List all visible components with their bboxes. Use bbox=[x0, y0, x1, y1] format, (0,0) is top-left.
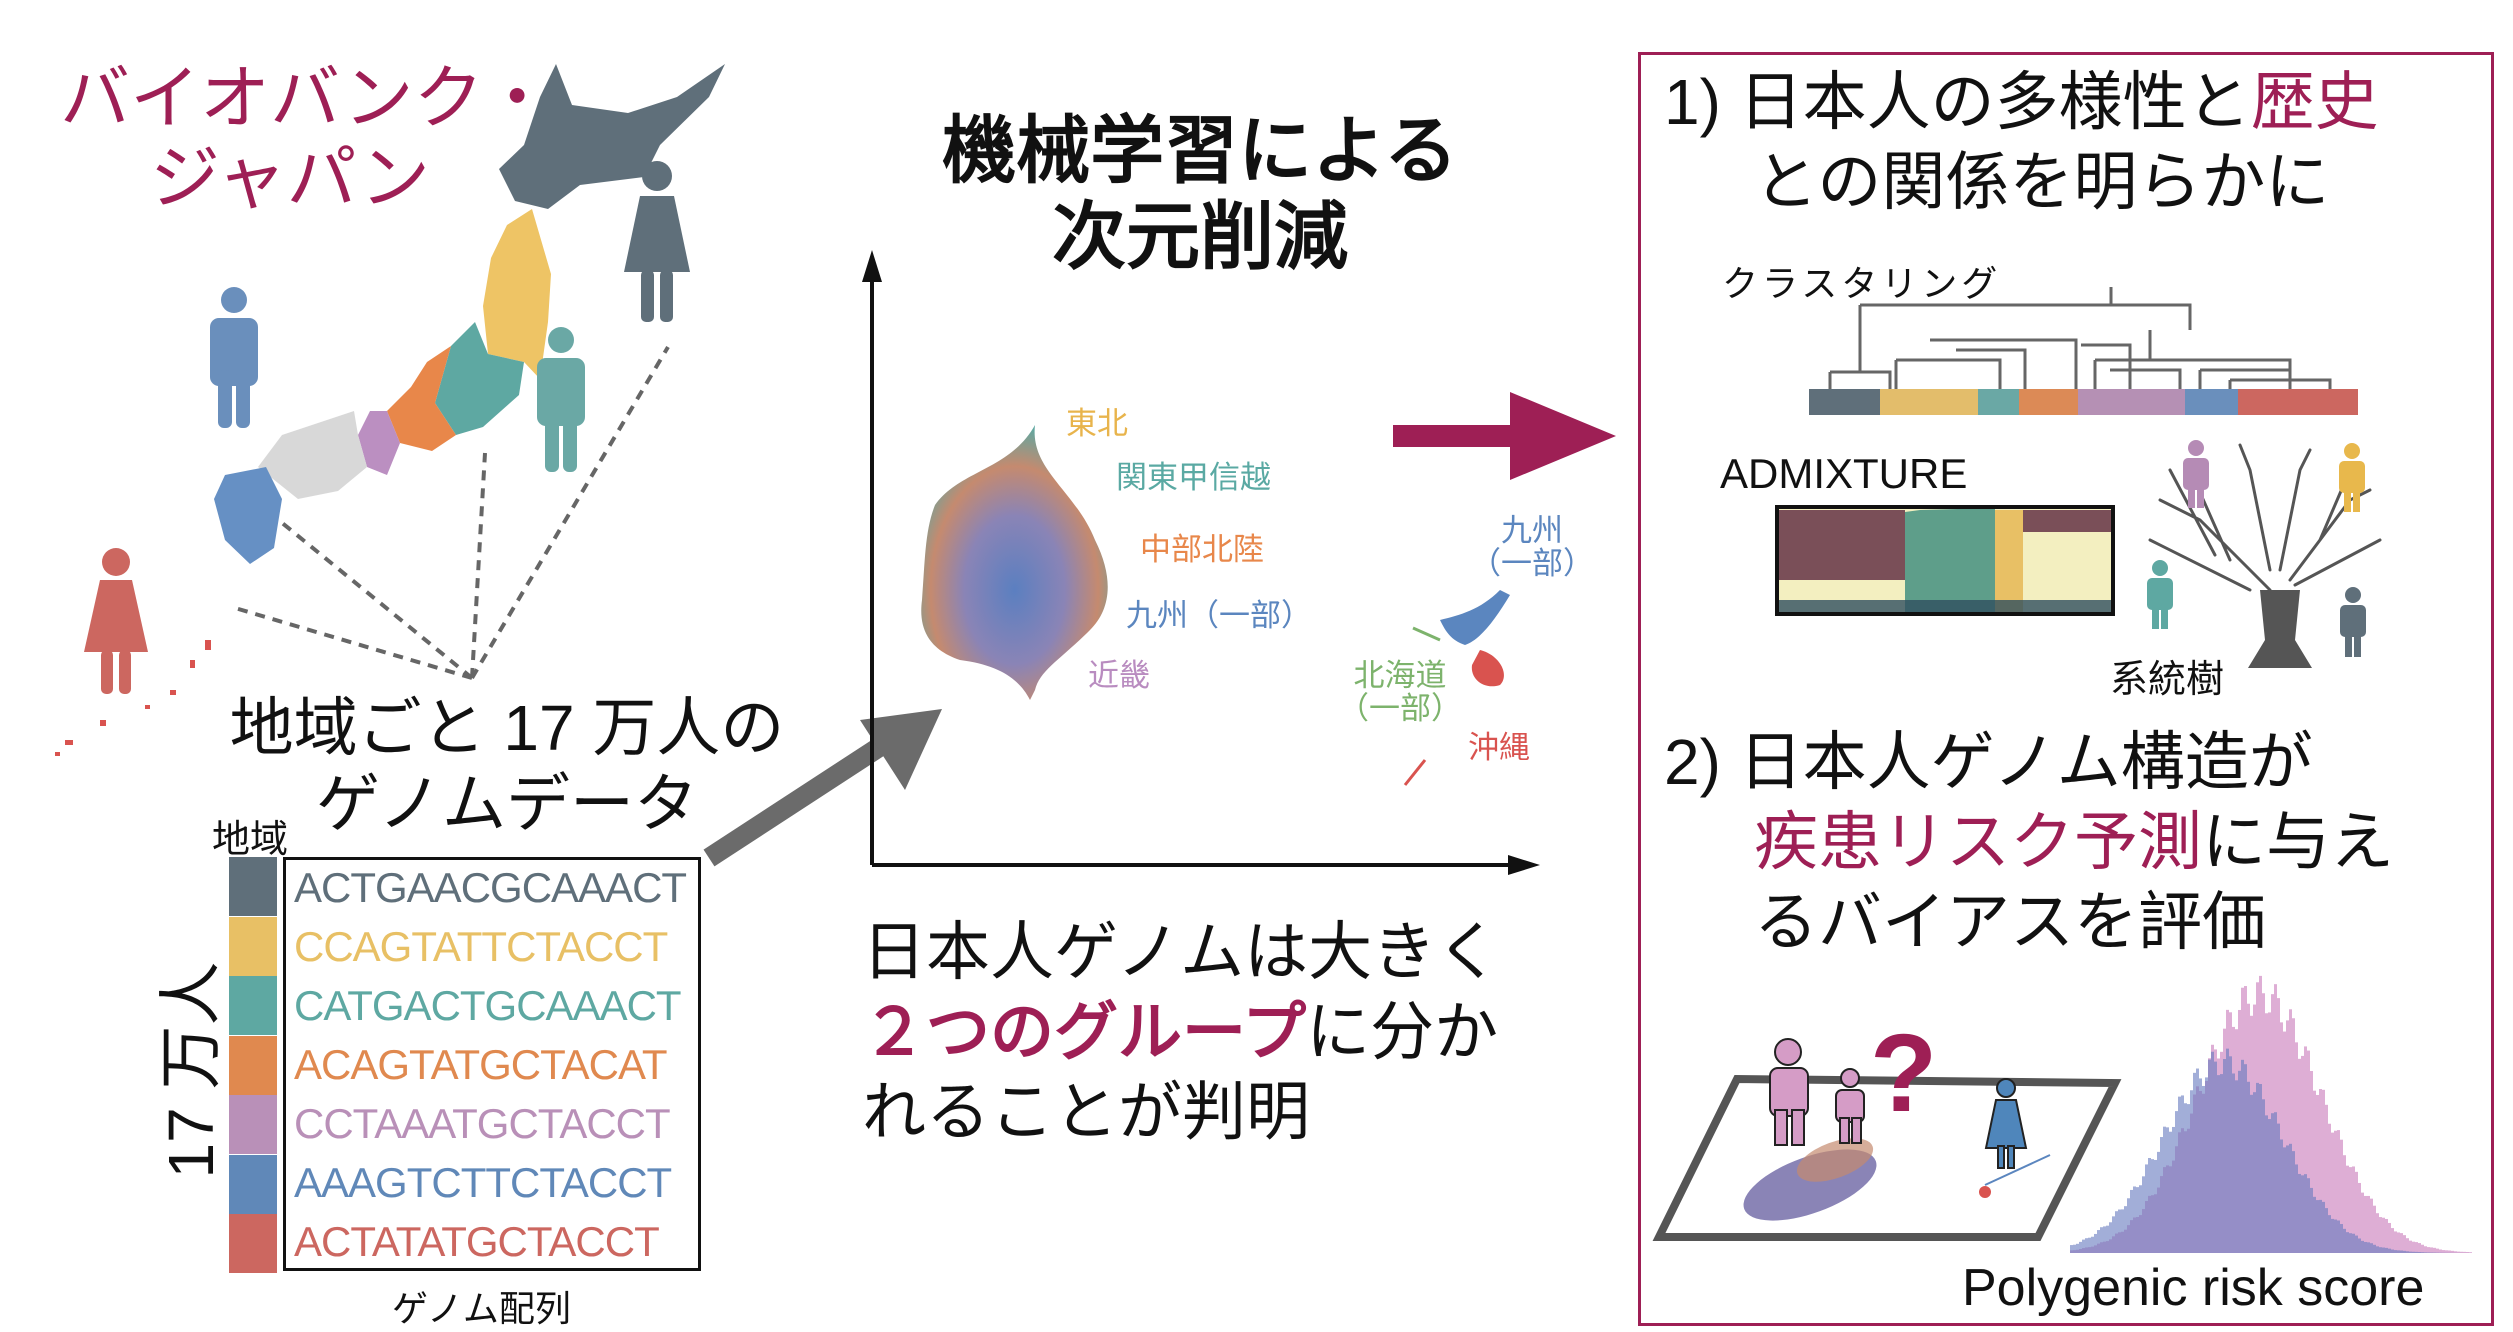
label-kyushu-2: 九州 （一部） bbox=[1470, 515, 1594, 580]
finding-highlight: ２つのグループ bbox=[862, 996, 1306, 1068]
finding-line-1: 日本人ゲノムは大きく bbox=[862, 912, 1500, 992]
title-line-2: ジャパン bbox=[60, 138, 552, 218]
goal-1-line-2: との関係を明らかに bbox=[1664, 142, 2379, 222]
title: バイオバンク・ ジャパン bbox=[60, 58, 552, 218]
title-line-1: バイオバンク・ bbox=[60, 58, 552, 138]
sequence-row: CCTAAATGCTACCT bbox=[294, 1100, 670, 1148]
goal-1-text: 1) 日本人の多様性と bbox=[1664, 66, 2251, 138]
label-tohoku: 東北 bbox=[1066, 408, 1128, 441]
finding-line-3: れることが判明 bbox=[862, 1072, 1500, 1152]
region-swatch bbox=[229, 1214, 277, 1273]
phylo-label: 系統樹 bbox=[2110, 648, 2224, 703]
goal-2-line-1: 2) 日本人ゲノム構造が bbox=[1664, 722, 2394, 802]
ml-title-line-1: 機械学習による bbox=[900, 108, 1500, 194]
data-caption-line-1: 地域ごと 17 万人の bbox=[212, 690, 802, 766]
map-tohoku bbox=[483, 209, 551, 379]
sequence-box: ACTGAACGCAAACT CCAGTATTCTACCT CATGACTGCAAA… bbox=[283, 857, 701, 1271]
label-hokkaido: 北海道 （一部） bbox=[1338, 660, 1462, 725]
goal-2-line-3: るバイアスを評価 bbox=[1664, 882, 2394, 962]
clustering-label: クラスタリング bbox=[1722, 255, 2001, 307]
label-hokkaido-line-1: 北海道 bbox=[1338, 660, 1462, 693]
region-swatch bbox=[229, 976, 277, 1035]
sequence-row: ACTGAACGCAAACT bbox=[294, 864, 686, 912]
finding-line-2: ２つのグループに分か bbox=[862, 992, 1500, 1072]
crimson-arrow-icon bbox=[1393, 392, 1616, 480]
region-swatch bbox=[229, 1036, 277, 1095]
okinawa-cluster bbox=[1472, 650, 1504, 686]
label-kyushu-part: 九州（一部） bbox=[1126, 600, 1312, 633]
goal-1-line-1: 1) 日本人の多様性と歴史 bbox=[1664, 62, 2379, 142]
sequence-row: CATGACTGCAAACT bbox=[294, 982, 681, 1030]
region-swatch bbox=[229, 857, 277, 916]
genome-sequence-label: ゲノム配列 bbox=[392, 1280, 571, 1332]
goal-2: 2) 日本人ゲノム構造が 疾患リスク予測に与え るバイアスを評価 bbox=[1664, 722, 2394, 962]
question-mark: ? bbox=[1870, 1010, 1937, 1137]
kyushu-cluster bbox=[1440, 590, 1510, 645]
people-count-label: 17 万人 bbox=[140, 950, 232, 1190]
prs-label: Polygenic risk score bbox=[1962, 1258, 2424, 1318]
main-cluster bbox=[921, 425, 1107, 700]
label-kinki: 近畿 bbox=[1088, 660, 1150, 693]
region-label: 地域 bbox=[212, 808, 288, 863]
region-swatch bbox=[229, 917, 277, 976]
goal-2-line-2: 疾患リスク予測に与え bbox=[1664, 802, 2394, 882]
sequence-row: ACTATATGCTACCT bbox=[294, 1218, 659, 1266]
finding-line-2-rest: に分か bbox=[1306, 996, 1498, 1068]
label-hokkaido-line-2: （一部） bbox=[1338, 693, 1462, 726]
data-caption-line-2: ゲノムデータ bbox=[212, 766, 802, 842]
sequence-row: CCAGTATTCTACCT bbox=[294, 923, 667, 971]
label-chubu: 中部北陸 bbox=[1140, 534, 1264, 567]
sequence-row: AAAGTCTTCTACCT bbox=[294, 1159, 671, 1207]
region-swatch bbox=[229, 1095, 277, 1154]
admixture-label: ADMIXTURE bbox=[1720, 450, 1967, 498]
region-swatch bbox=[229, 1155, 277, 1214]
person-icon-grey-woman bbox=[624, 161, 690, 322]
goal-2-highlight: 疾患リスク予測 bbox=[1754, 806, 2202, 878]
label-kanto: 関東甲信越 bbox=[1116, 462, 1271, 495]
label-okinawa: 沖縄 bbox=[1468, 732, 1530, 765]
ml-title-line-2: 次元削減 bbox=[900, 194, 1500, 280]
label-kyushu-2-line-1: 九州 bbox=[1470, 515, 1594, 548]
sequence-row: ACAGTATGCTACAT bbox=[294, 1041, 667, 1089]
ml-title: 機械学習による 次元削減 bbox=[900, 108, 1500, 280]
label-kyushu-2-line-2: （一部） bbox=[1470, 548, 1594, 581]
person-icon-red-woman bbox=[84, 548, 148, 694]
finding-text: 日本人ゲノムは大きく ２つのグループに分か れることが判明 bbox=[862, 912, 1500, 1152]
goal-2-line-2-rest: に与え bbox=[2202, 806, 2394, 878]
data-caption: 地域ごと 17 万人の ゲノムデータ bbox=[212, 690, 802, 842]
goal-1: 1) 日本人の多様性と歴史 との関係を明らかに bbox=[1664, 62, 2379, 222]
goals-panel bbox=[1638, 52, 2494, 1326]
map-kyushu bbox=[214, 467, 282, 564]
goal-1-highlight: 歴史 bbox=[2251, 66, 2379, 138]
person-icon-blue-man bbox=[210, 287, 258, 428]
map-okinawa bbox=[55, 640, 211, 756]
